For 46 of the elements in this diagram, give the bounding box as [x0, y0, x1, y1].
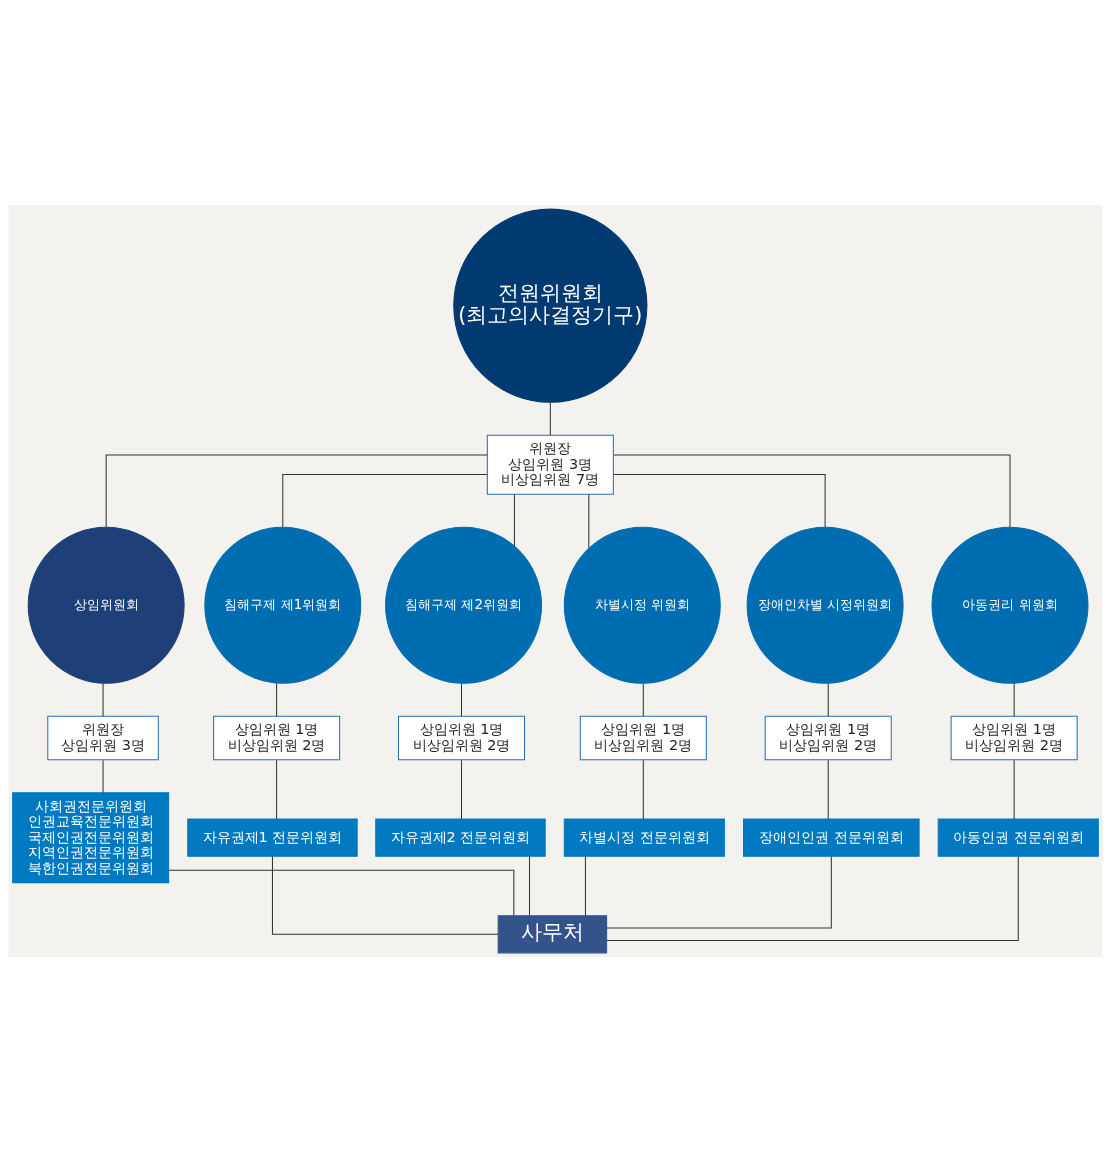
connector	[102, 682, 104, 717]
connector	[827, 682, 829, 717]
node-circle: 차별시정 위원회	[563, 526, 721, 684]
node-circle: 장애인차별 시정위원회	[746, 526, 904, 684]
connector	[276, 759, 278, 820]
node-box: 상임위원 1명 비상임위원 2명	[397, 715, 526, 761]
node-circle: 침해구제 제2위원회	[385, 526, 543, 684]
connector	[642, 759, 644, 820]
connector	[612, 474, 826, 528]
node-box: 상임위원 1명 비상임위원 2명	[764, 715, 892, 761]
node-box: 아동인권 전문위원회	[937, 818, 1099, 857]
node-circle: 아동권리 위원회	[931, 526, 1089, 684]
connector	[282, 474, 488, 528]
connector	[461, 682, 462, 717]
connector	[105, 454, 488, 528]
node-circle: 전원위원회 (최고의사결정기구)	[453, 208, 648, 403]
connector	[1013, 682, 1015, 717]
connector	[271, 855, 499, 935]
connector	[1013, 759, 1015, 820]
connector	[588, 493, 590, 549]
connector	[827, 759, 829, 820]
connector	[276, 682, 278, 717]
connector	[529, 855, 530, 916]
node-circle: 상임위원회	[27, 526, 185, 684]
connector	[549, 401, 551, 436]
connector	[606, 856, 1019, 941]
node-circle: 침해구제 제1위원회	[204, 526, 362, 684]
node-box: 사회권전문위원회 인권교육전문위원회 국제인권전문위원회 지역인권전문위원회 북한인권전문위원회	[12, 792, 170, 884]
connector	[606, 855, 832, 929]
connector	[642, 683, 644, 717]
connector	[168, 869, 515, 916]
node-box: 자유권제2 전문위원회	[375, 818, 546, 857]
node-box: 위원장 상임위원 3명 비상임위원 7명	[486, 434, 614, 495]
node-box: 상임위원 1명 비상임위원 2명	[213, 715, 341, 761]
connector	[461, 759, 462, 820]
connector	[102, 759, 104, 794]
node-box: 사무처	[497, 915, 608, 954]
node-box: 상임위원 1명 비상임위원 2명	[579, 715, 707, 761]
node-box: 장애인인권 전문위원회	[743, 818, 920, 857]
node-box: 상임위원 1명 비상임위원 2명	[950, 715, 1078, 761]
connector	[584, 855, 586, 916]
node-box: 위원장 상임위원 3명	[47, 715, 159, 761]
connector	[613, 454, 1011, 528]
node-box: 차별시정 전문위원회	[563, 818, 725, 857]
node-box: 자유권제1 전문위원회	[187, 818, 358, 857]
connector	[513, 493, 515, 547]
